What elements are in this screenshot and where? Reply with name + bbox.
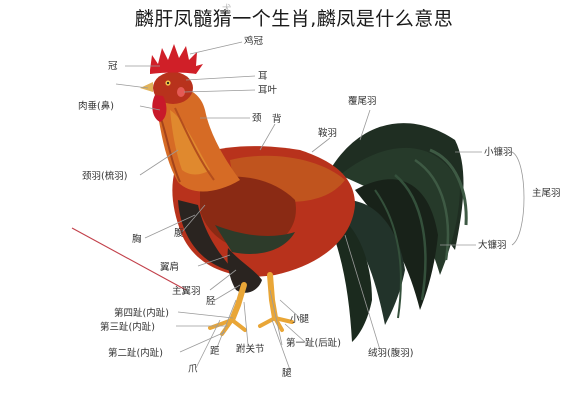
fluff-label: 绒羽(腹羽) bbox=[368, 347, 413, 359]
saddle-label: 鞍羽 bbox=[318, 127, 337, 139]
tail-coverts-label: 覆尾羽 bbox=[348, 96, 377, 107]
breast-label: 胸 bbox=[132, 233, 142, 245]
thigh-label: 腿 bbox=[282, 368, 292, 379]
anatomy-labels: 犬 鸡冠 冠 耳 耳叶 肉垂(鼻) 颈 背 鞍羽 覆尾羽 小镰羽 主尾羽 大镰羽… bbox=[78, 3, 561, 379]
earlobe bbox=[177, 87, 185, 97]
hackle-label: 颈羽(梳羽) bbox=[82, 170, 127, 182]
hock-label: 跗关节 bbox=[236, 343, 265, 355]
thigh bbox=[227, 248, 262, 293]
top-mark-label: 犬 bbox=[222, 3, 232, 15]
neck-hackle bbox=[155, 87, 240, 192]
primaries-label: 主翼羽 bbox=[172, 285, 201, 297]
wattle-label: 肉垂(鼻) bbox=[78, 100, 114, 112]
earlobe-label: 耳叶 bbox=[258, 85, 278, 96]
wing-bow-label: 翼肩 bbox=[160, 261, 179, 273]
sickle-small-label: 小镰羽 bbox=[484, 146, 513, 158]
third-toe-label: 第三趾(内趾) bbox=[100, 321, 155, 333]
shank-label: 胫 bbox=[206, 296, 216, 307]
comb bbox=[150, 44, 203, 74]
page-title: 麟肝凤髓猜一个生肖,麟凤是什么意思 bbox=[134, 8, 454, 30]
second-toe-label: 第二趾(内趾) bbox=[108, 347, 163, 359]
foot-label: 爪 bbox=[188, 364, 198, 375]
sickle-big-label: 大镰羽 bbox=[478, 239, 507, 251]
crown-label: 冠 bbox=[108, 61, 118, 72]
first-toe-label: 第一趾(后趾) bbox=[286, 337, 341, 349]
comb-label: 鸡冠 bbox=[244, 35, 264, 47]
ear-label: 耳 bbox=[258, 71, 268, 82]
leader-lines bbox=[71, 41, 525, 371]
wattle bbox=[152, 95, 167, 122]
abdomen-label: 腹 bbox=[174, 227, 184, 239]
tail-feathers bbox=[330, 123, 468, 342]
rooster-illustration bbox=[140, 44, 468, 342]
beak bbox=[140, 82, 153, 92]
fourth-toe-label: 第四趾(内趾) bbox=[114, 307, 169, 319]
nape-label: 颈 bbox=[252, 113, 262, 124]
main-tail-label: 主尾羽 bbox=[532, 187, 561, 199]
spur-label: 距 bbox=[210, 346, 220, 357]
back-label: 背 bbox=[272, 113, 282, 125]
toe-small-label: 小腿 bbox=[290, 314, 310, 325]
